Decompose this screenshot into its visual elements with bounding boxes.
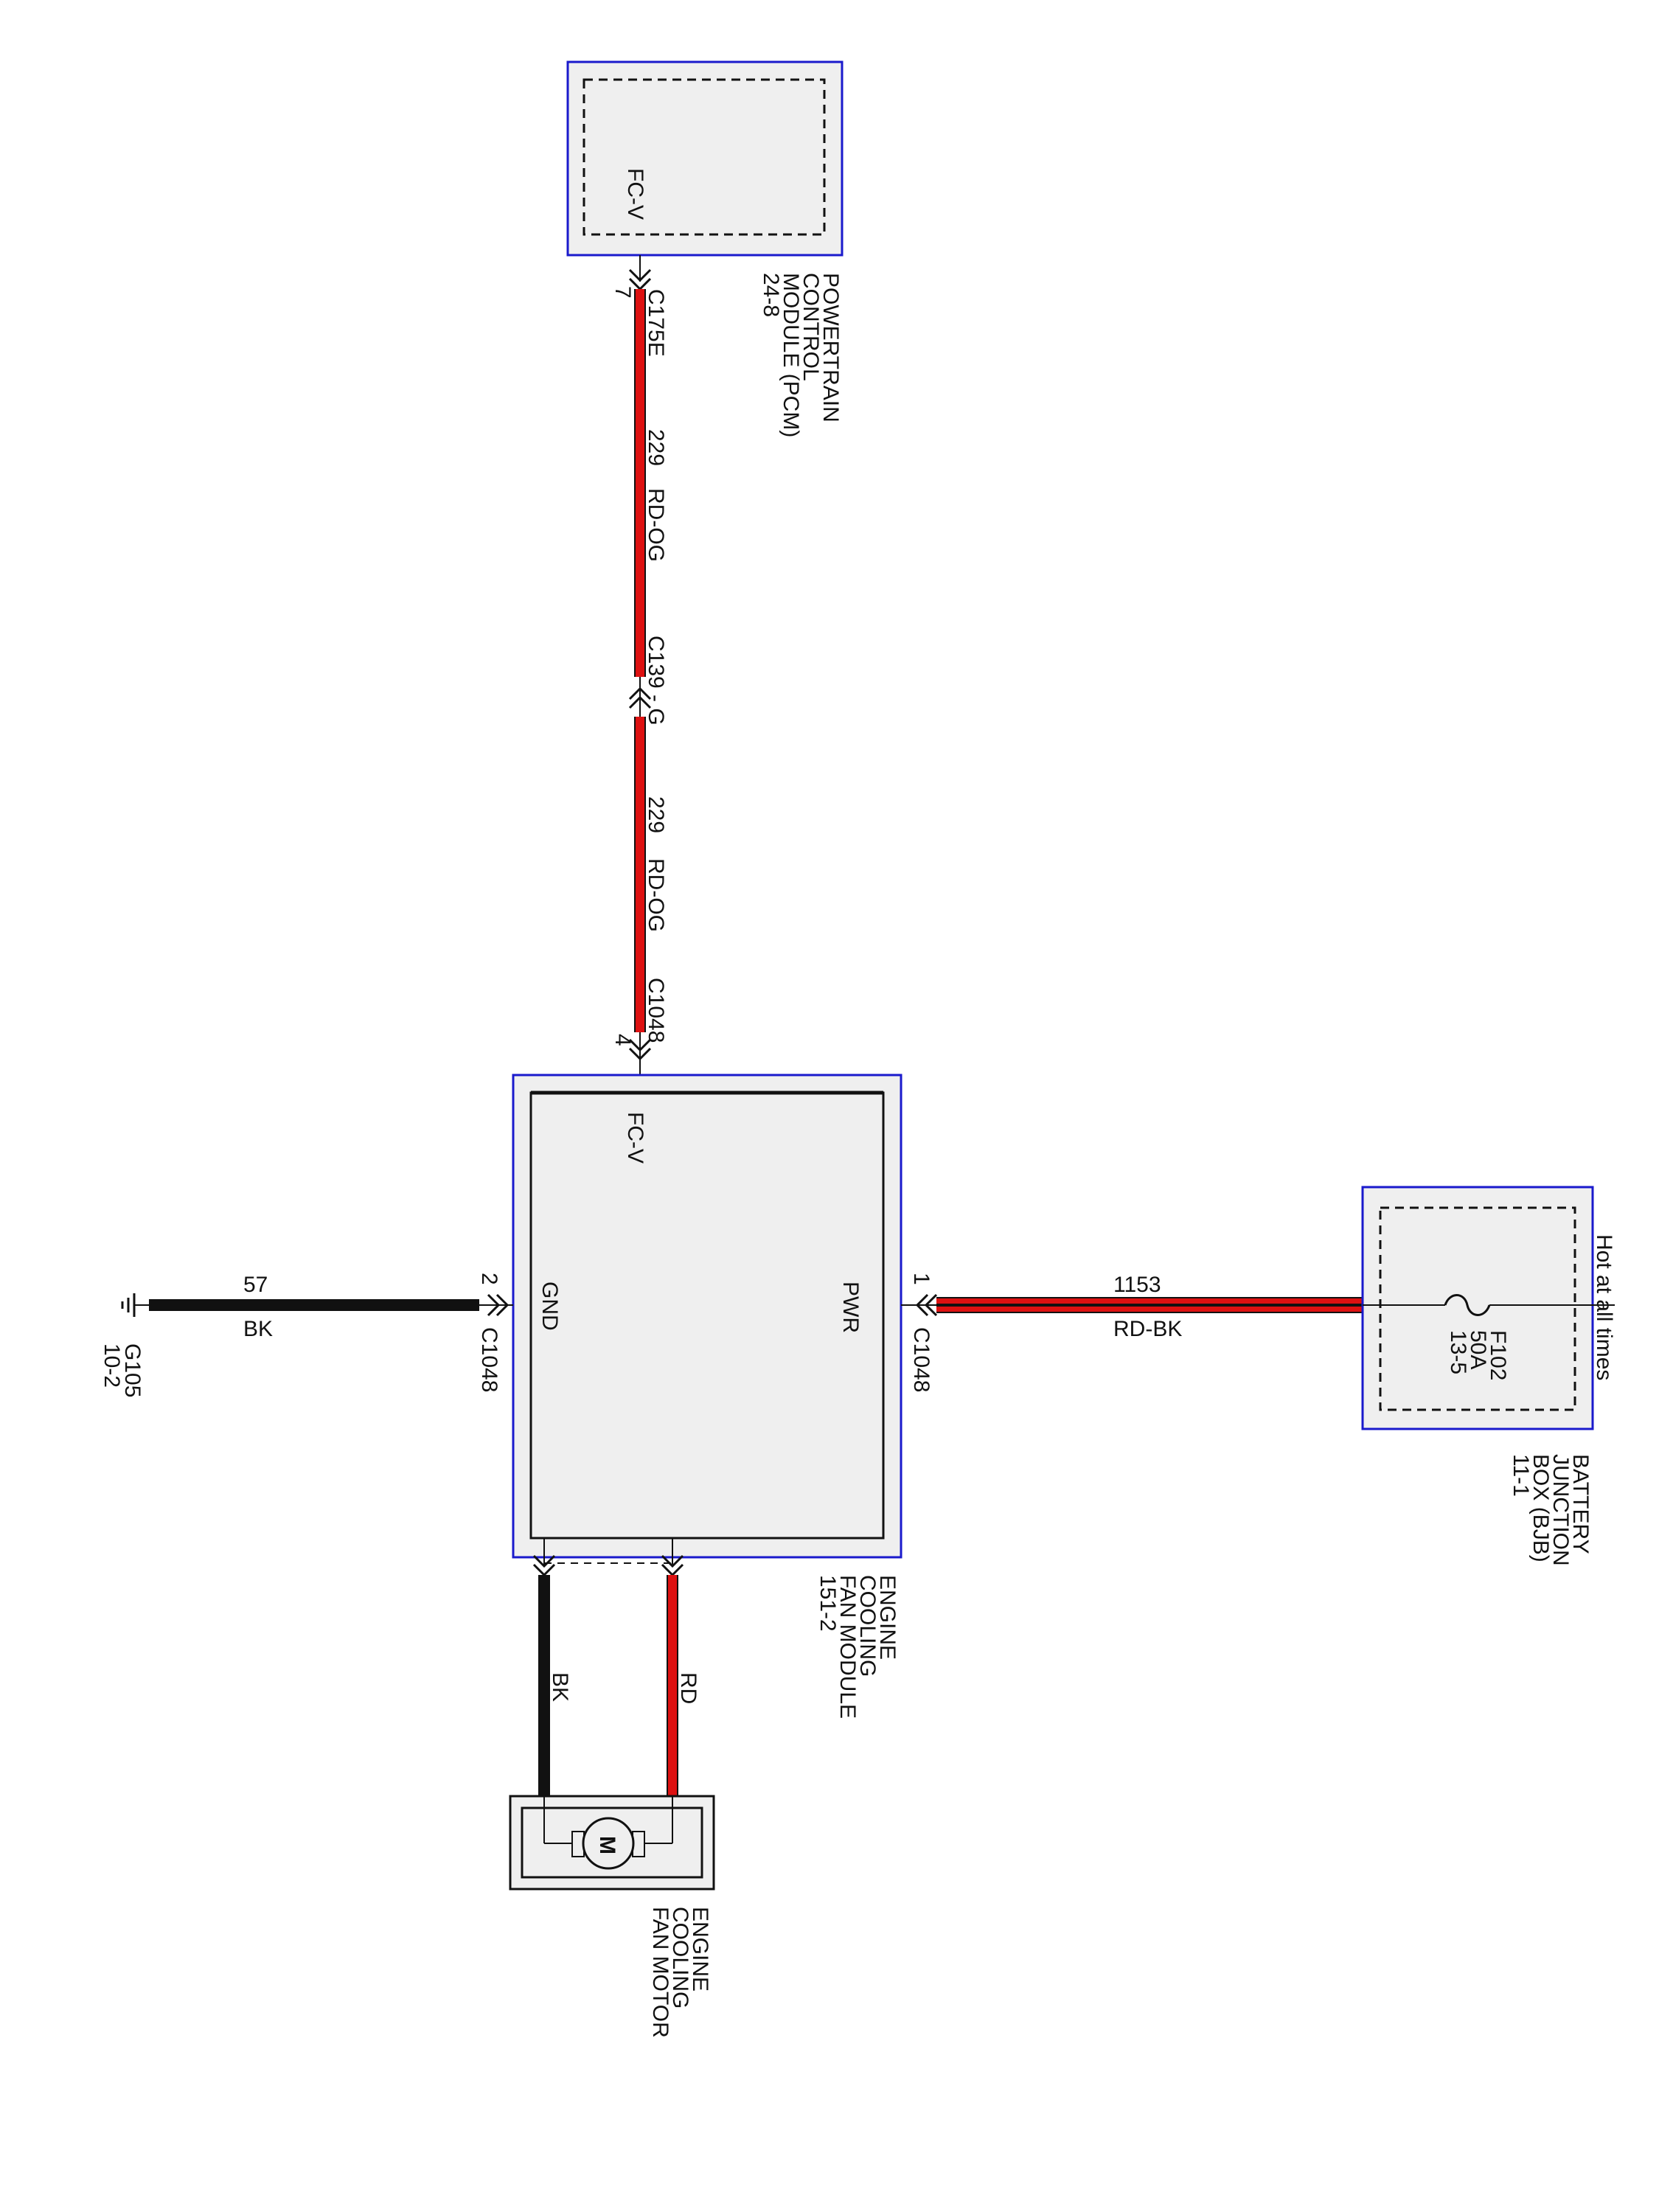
motor-wire-rd-label: RD (676, 1672, 700, 1704)
connector-c139-g-symbol (628, 677, 652, 717)
motor-wire-rd (667, 1575, 678, 1796)
c175e-pin-number: 7 (611, 286, 635, 299)
bjb-hot-label: Hot at all times (1592, 1234, 1616, 1380)
motor-wire-bk-label: BK (548, 1672, 572, 1702)
wire-57-bk (149, 1299, 479, 1311)
c1048-pwr-label: C1048 (909, 1327, 933, 1392)
wire-57-circuit: 57 (243, 1273, 268, 1297)
wire-229-lower-color: RD-OG (644, 858, 668, 932)
wire-229-lower (634, 717, 646, 1032)
wire-229-upper (634, 289, 646, 677)
wire-1153-rd-bk (936, 1297, 1363, 1313)
fan-module: FC-V GND PWR ENGINE COOLING FAN MODULE 1… (512, 1074, 902, 1719)
c175e-label: C175E (644, 289, 668, 357)
wire-1153-color: RD-BK (1113, 1317, 1182, 1341)
pcm-inner-dashed (582, 78, 826, 236)
fan-module-pwr-label: PWR (838, 1281, 863, 1333)
wire-57-color: BK (243, 1317, 273, 1341)
ground-id: G105 (120, 1343, 145, 1397)
bjb-name-line-4: 11-1 (1509, 1454, 1533, 1497)
fan-module-fcv-label: FC-V (623, 1112, 647, 1164)
c1048-top-label: C1048 (644, 978, 668, 1043)
pcm-name-line-2: CONTROL (799, 273, 823, 381)
fan-motor: M ENGINE COOLING FAN MOTOR (509, 1795, 715, 2038)
fan-module-name-line-3: FAN MODULE (835, 1575, 860, 1719)
connector-c1048-pwr-symbol (915, 1293, 938, 1317)
bjb-name-line-3: BOX (BJB) (1528, 1454, 1553, 1562)
motor-icon (582, 1817, 635, 1870)
ground-symbol-icon (121, 1293, 149, 1317)
fuse-f102-line-2: 50A (1466, 1330, 1490, 1369)
fuse-f102-line-1: F102 (1486, 1330, 1510, 1380)
bjb-inner-dashed (1379, 1206, 1576, 1411)
c1048-gnd-label: C1048 (477, 1327, 501, 1392)
connector-c1048-gnd-symbol (487, 1293, 509, 1317)
bjb-box (1361, 1186, 1594, 1430)
c1048-gnd-pin-number: 2 (477, 1273, 501, 1285)
fuse-f102-icon (1444, 1294, 1491, 1316)
fan-module-box (512, 1074, 902, 1559)
fan-module-name-line-4: 151-2 (815, 1575, 840, 1632)
fuse-f102-line-3: 13-5 (1446, 1330, 1470, 1374)
ground-ref: 10-2 (100, 1343, 124, 1388)
bjb-name-line-2: JUNCTION (1548, 1454, 1573, 1566)
fan-module-name-line-1: ENGINE (875, 1575, 900, 1660)
pcm-box (566, 60, 844, 257)
motor-symbol-label: M (595, 1836, 619, 1854)
pcm-name-line-4: 24-8 (759, 273, 783, 317)
fan-motor-name-line-2: COOLING (668, 1907, 692, 2008)
pcm-name-line-1: POWERTRAIN (818, 273, 843, 422)
pcm-name-line-3: MODULE (PCM) (779, 273, 803, 437)
c139-g-label: C139 - G (644, 636, 668, 726)
wire-229-lower-circuit: 229 (644, 796, 668, 833)
bjb-module: F102 50A 13-5 Hot at all times BATTERY J… (1361, 1186, 1616, 1566)
pcm-pin-label: FC-V (623, 168, 647, 220)
wire-229-upper-circuit: 229 (644, 429, 668, 466)
fan-motor-name-line-3: FAN MOTOR (648, 1907, 672, 2038)
fan-motor-inner (521, 1806, 703, 1879)
wire-229-upper-color: RD-OG (644, 488, 668, 562)
c1048-pwr-pin-number: 1 (909, 1273, 933, 1285)
c1048-top-pin-number: 4 (611, 1034, 635, 1046)
fan-motor-name-line-1: ENGINE (688, 1907, 712, 1992)
motor-wire-bk (538, 1575, 550, 1796)
pcm-module: FC-V POWERTRAIN CONTROL MODULE (PCM) 24-… (566, 60, 844, 437)
wire-1153-circuit: 1153 (1113, 1273, 1161, 1297)
fan-module-name-line-2: COOLING (855, 1575, 880, 1677)
bjb-name-line-1: BATTERY (1568, 1454, 1593, 1554)
fan-module-gnd-label: GND (538, 1281, 562, 1331)
